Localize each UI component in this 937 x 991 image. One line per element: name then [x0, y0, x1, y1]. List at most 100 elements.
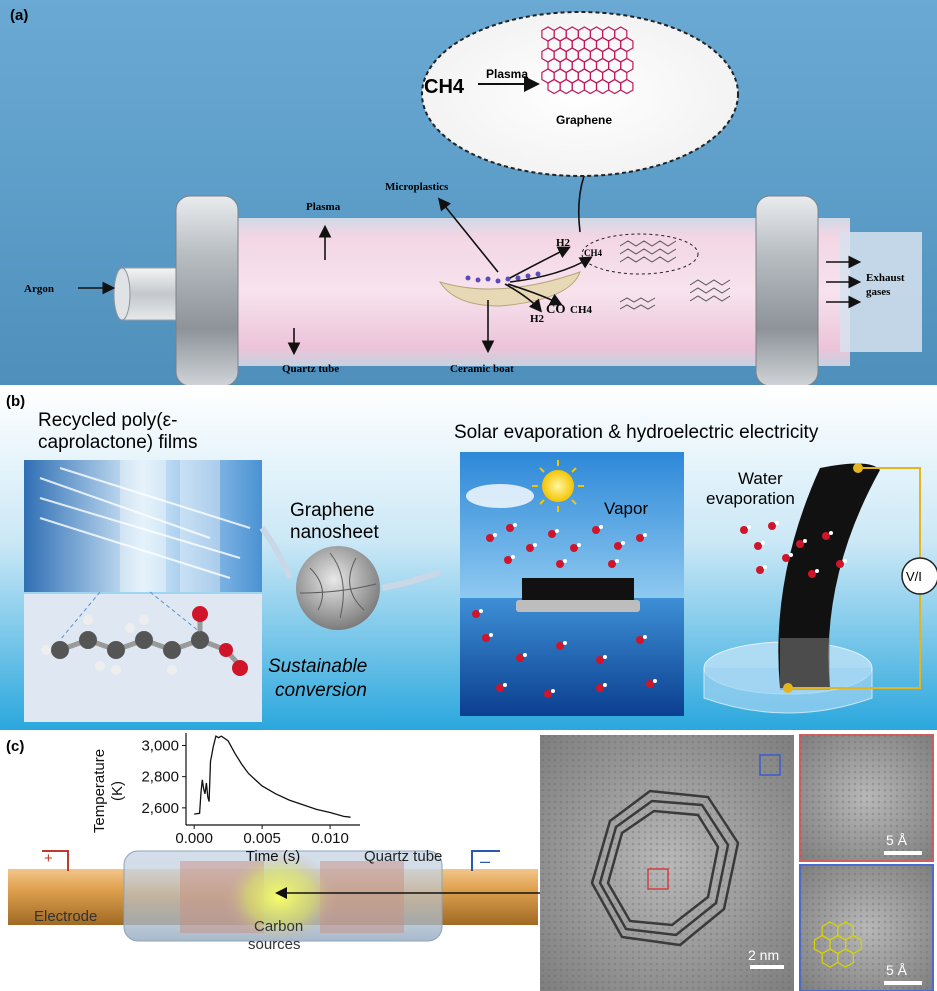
water-molecules: [740, 521, 847, 578]
voltmeter-label: V/I: [906, 569, 922, 584]
right-end-cap: [755, 195, 819, 385]
water-molecule: [486, 534, 494, 542]
bottom-electrode: [783, 683, 793, 693]
conductive-film: [778, 463, 880, 688]
water-molecule: [570, 544, 578, 552]
bubble-reactant: CH4: [424, 76, 465, 98]
hydrogen-atom: [643, 533, 647, 537]
water-molecule: [472, 610, 480, 618]
ceramic-boat-label: Ceramic boat: [450, 363, 514, 375]
hydrogen-atom: [551, 689, 555, 693]
tube-end-right: [840, 232, 922, 352]
water-molecule: [556, 560, 564, 568]
arrow-to-evaporator: [381, 569, 442, 591]
water-molecule: [608, 560, 616, 568]
hydrogen-atom: [843, 559, 847, 563]
y-tick-label: 2,800: [141, 769, 179, 786]
gas-h2-b-label: H2: [530, 313, 545, 325]
panel-c-label: (c): [6, 738, 24, 755]
arrow-to-graphene: [259, 526, 293, 580]
exhaust-label-line2: gases: [866, 286, 891, 298]
y-tick-label: 3,000: [141, 737, 179, 754]
panel-b-label: (b): [6, 393, 25, 410]
microplastics-label: Microplastics: [385, 181, 449, 193]
sun-icon: [542, 470, 574, 502]
hydrogen-atom: [803, 539, 807, 543]
water-molecule: [556, 642, 564, 650]
scale-text-top: 5 Å: [886, 832, 908, 848]
water-label-line1: Water: [738, 469, 783, 488]
film-streaks: [39, 467, 251, 579]
film-roll-2: [180, 460, 220, 592]
water-molecule: [768, 522, 776, 530]
carbon-label-line1: Carbon: [254, 918, 303, 935]
sustainable-line1: Sustainable: [268, 656, 367, 677]
overlay-hexagon: [837, 948, 855, 968]
hydrogen-atom: [761, 541, 765, 545]
plus-label: +: [44, 850, 53, 867]
y-axis-label-line2: (K): [109, 781, 126, 801]
reaction-zone-outline: [581, 233, 699, 275]
zoom-box-red: [647, 868, 669, 890]
water-molecule: [596, 656, 604, 664]
water-molecule: [592, 526, 600, 534]
graphene-label-line1: Graphene: [290, 500, 375, 521]
hydrogen-atom: [603, 655, 607, 659]
water-molecule: [836, 560, 844, 568]
vapor-label: Vapor: [604, 499, 648, 518]
hydrogen-atom: [747, 525, 751, 529]
scale-bar-top: [884, 851, 922, 855]
hydrogen-atom: [563, 559, 567, 563]
water-molecule: [506, 524, 514, 532]
bubble-arrow-label: Plasma: [486, 67, 528, 81]
solar-title: Solar evaporation & hydroelectric electr…: [454, 422, 819, 443]
film-wet-region: [780, 638, 830, 690]
water-molecule: [796, 540, 804, 548]
sea-surface: [460, 598, 684, 716]
zoom-box-blue: [759, 754, 781, 776]
water-molecule: [544, 690, 552, 698]
hydrogen-atom: [829, 531, 833, 535]
tem-inset-top-texture: [800, 735, 933, 861]
hydrogen-atom: [603, 683, 607, 687]
sustainable-line2: conversion: [275, 680, 367, 701]
x-axis-label: Time (s): [246, 848, 300, 865]
hydrogen-atom: [815, 569, 819, 573]
water-label-line2: evaporation: [706, 489, 795, 508]
hexagon-lattice-overlay: [813, 921, 862, 968]
hydrogen-atom: [653, 679, 657, 683]
hydrogen-atom: [789, 553, 793, 557]
exhaust-label-line1: Exhaust: [866, 272, 905, 284]
hydrogen-atom: [615, 559, 619, 563]
zoom-lines: [59, 591, 201, 641]
hydrogen-atom: [775, 521, 779, 525]
hydrogen-atom: [763, 565, 767, 569]
hydrogen-atom: [523, 653, 527, 657]
y-axis-label-line1: Temperature: [91, 749, 108, 833]
panel-a-label: (a): [10, 7, 28, 24]
y-tick-label: 2,600: [141, 800, 179, 817]
minus-label: –: [480, 851, 490, 871]
water-molecule: [636, 534, 644, 542]
hydrogen-atom: [621, 541, 625, 545]
electrode-label: Electrode: [34, 908, 97, 925]
gas-ch4-b-label: CH4: [570, 304, 593, 316]
x-tick-label: 0.000: [175, 830, 213, 847]
vapor-molecules: [472, 523, 657, 698]
positive-lead: [42, 850, 69, 871]
quartz-tube-label: Quartz tube: [364, 848, 442, 865]
pcl-molecule: [41, 606, 248, 676]
tem-inset-bottom-texture: [800, 865, 933, 991]
hydrogen-atom: [489, 633, 493, 637]
water-molecule: [614, 542, 622, 550]
bubble-product: Graphene: [556, 113, 612, 127]
film-roll-1: [120, 460, 166, 592]
hydrogen-atom: [599, 525, 603, 529]
water-molecule: [740, 526, 748, 534]
evaporator-top: [522, 578, 634, 600]
reaction-bubble: [421, 11, 739, 177]
hydrogen-atom: [511, 555, 515, 559]
hydrogen-atom: [563, 641, 567, 645]
